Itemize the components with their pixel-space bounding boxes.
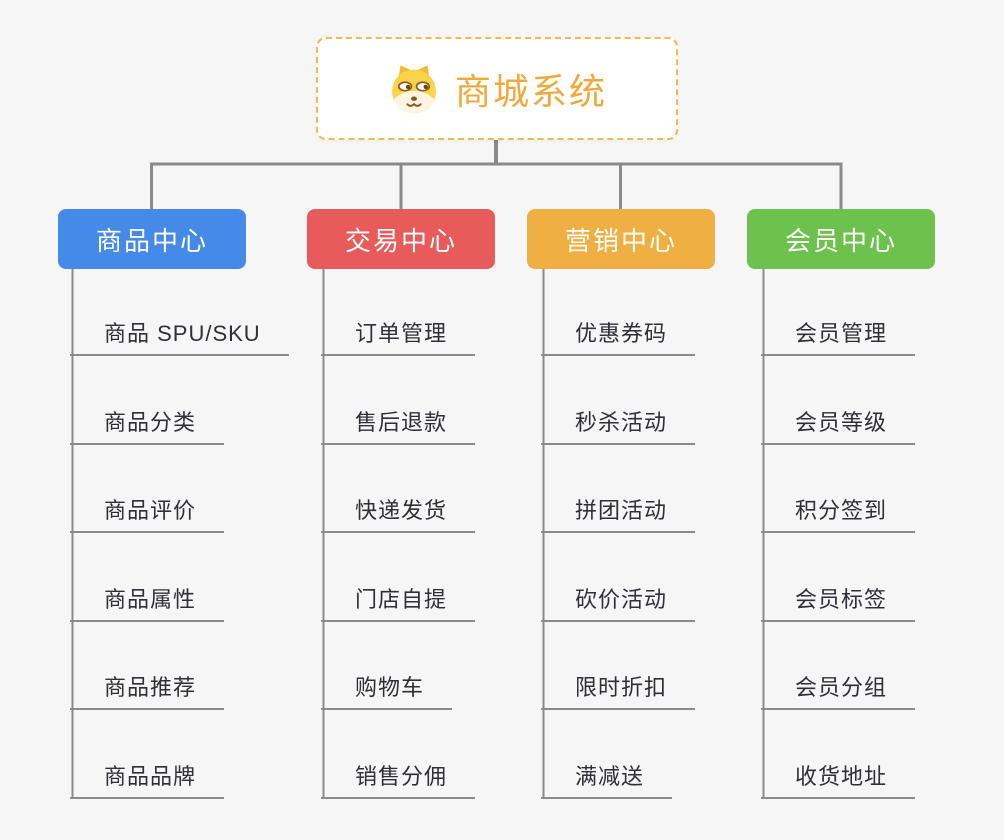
leaf-topic[interactable]: 满减送 bbox=[541, 757, 673, 799]
leaf-topic[interactable]: 购物车 bbox=[321, 668, 453, 710]
leaf-topic[interactable]: 会员标签 bbox=[761, 580, 916, 622]
leaf-topic[interactable]: 订单管理 bbox=[321, 314, 476, 356]
leaf-topic[interactable]: 会员分组 bbox=[761, 668, 916, 710]
leaf-topic[interactable]: 商品分类 bbox=[70, 403, 225, 445]
branch-label: 营销中心 bbox=[564, 225, 677, 256]
leaf-topic[interactable]: 会员等级 bbox=[761, 403, 916, 445]
leaf-topic[interactable]: 销售分佣 bbox=[321, 757, 476, 799]
leaf-topic[interactable]: 会员管理 bbox=[761, 314, 916, 356]
leaf-topic[interactable]: 优惠券码 bbox=[541, 314, 696, 356]
leaf-topic[interactable]: 商品属性 bbox=[70, 580, 225, 622]
branch-node-product-center[interactable]: 商品中心 bbox=[58, 209, 246, 269]
leaf-topic[interactable]: 砍价活动 bbox=[541, 580, 696, 622]
leaf-topic[interactable]: 售后退款 bbox=[321, 403, 476, 445]
branch-label: 交易中心 bbox=[344, 225, 457, 256]
branch-node-trade-center[interactable]: 交易中心 bbox=[307, 209, 495, 269]
root-topic-label: 商城系统 bbox=[454, 70, 607, 112]
leaf-topic[interactable]: 收货地址 bbox=[761, 757, 916, 799]
branch-node-marketing-center[interactable]: 营销中心 bbox=[527, 209, 715, 269]
leaf-topic[interactable]: 门店自提 bbox=[321, 580, 476, 622]
dog-face-icon bbox=[392, 64, 436, 113]
root-topic[interactable]: 商城系统 bbox=[316, 37, 678, 140]
leaf-topic[interactable]: 商品评价 bbox=[70, 491, 225, 533]
leaf-topic[interactable]: 积分签到 bbox=[761, 491, 916, 533]
leaf-topic[interactable]: 商品 SPU/SKU bbox=[70, 314, 289, 356]
leaf-topic[interactable]: 拼团活动 bbox=[541, 491, 696, 533]
leaf-topic[interactable]: 秒杀活动 bbox=[541, 403, 696, 445]
leaf-topic[interactable]: 限时折扣 bbox=[541, 668, 696, 710]
branch-node-member-center[interactable]: 会员中心 bbox=[747, 209, 935, 269]
branch-label: 会员中心 bbox=[784, 225, 897, 256]
leaf-topic[interactable]: 快递发货 bbox=[321, 491, 476, 533]
leaf-topic[interactable]: 商品推荐 bbox=[70, 668, 225, 710]
branch-label: 商品中心 bbox=[95, 225, 208, 256]
leaf-topic[interactable]: 商品品牌 bbox=[70, 757, 225, 799]
